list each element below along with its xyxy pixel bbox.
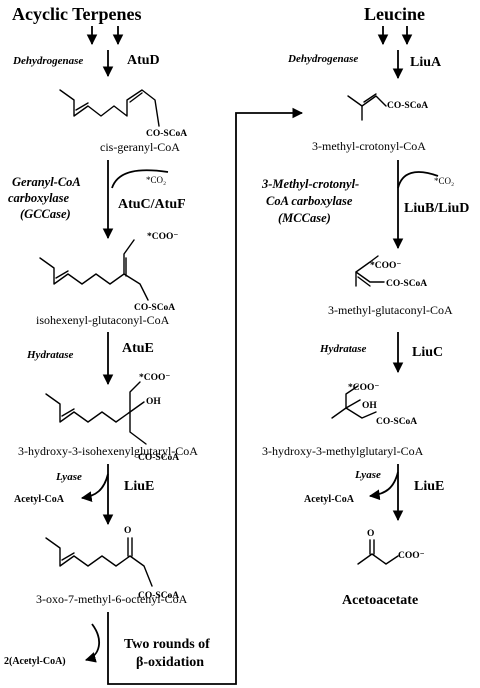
mccase-label-1: 3-Methyl-crotonyl- <box>261 177 359 191</box>
enzyme-atue: AtuE <box>122 341 154 356</box>
product-methyl-crotonyl-coa: 3-methyl-crotonyl-CoA <box>312 139 426 153</box>
co2-left: *CO₂ <box>146 175 166 185</box>
dehydrogenase-label-right: Dehydrogenase <box>287 53 358 65</box>
connector-arrow <box>107 107 304 685</box>
svg-text:O: O <box>124 526 131 536</box>
svg-text:OH: OH <box>362 401 377 411</box>
acetyl-coa-left: Acetyl-CoA <box>14 494 65 505</box>
hydratase-label-left: Hydratase <box>26 349 74 361</box>
hydratase-label-right: Hydratase <box>319 343 367 355</box>
enzyme-liuc: LiuC <box>412 345 443 360</box>
svg-text:CO-SCoA: CO-SCoA <box>138 453 179 463</box>
enzyme-atud: AtuD <box>127 53 160 68</box>
svg-text:*COO⁻: *COO⁻ <box>139 373 170 383</box>
acetyl-coa-right: Acetyl-CoA <box>304 494 355 505</box>
title-acyclic-terpenes: Acyclic Terpenes <box>12 4 141 24</box>
svg-text:O: O <box>367 529 374 539</box>
svg-text:CO-SCoA: CO-SCoA <box>146 129 187 139</box>
svg-text:OH: OH <box>146 397 161 407</box>
acetyl-coa-curve-bottom <box>84 623 100 663</box>
product-methyl-glutaconyl-coa: 3-methyl-glutaconyl-CoA <box>328 303 453 317</box>
product-isohexenyl-glutaconyl-coa: isohexenyl-glutaconyl-CoA <box>36 313 170 327</box>
gccase-label-2: carboxylase <box>8 191 70 205</box>
svg-text:CO-SCoA: CO-SCoA <box>386 279 427 289</box>
lyase-label-right: Lyase <box>354 469 381 481</box>
svg-text:CO-SCoA: CO-SCoA <box>376 417 417 427</box>
enzyme-liub-liud: LiuB/LiuD <box>404 201 469 216</box>
structure-hmg-coa: *COO⁻ OH CO-SCoA <box>331 383 417 427</box>
structure-oxo-methyl-octenyl-coa: O CO-SCoA <box>45 526 179 601</box>
product-acetoacetate: Acetoacetate <box>342 593 418 608</box>
beta-oxidation-label-2: β-oxidation <box>136 655 204 670</box>
product-hydroxy-isohexenylglutaryl-coa: 3-hydroxy-3-isohexenylglutaryl-CoA <box>18 444 198 458</box>
two-acetyl-coa: 2(Acetyl-CoA) <box>4 656 66 667</box>
svg-text:COO⁻: COO⁻ <box>398 551 425 561</box>
enzyme-liue-right: LiuE <box>414 479 444 494</box>
product-oxo-methyl-octenyl-coa: 3-oxo-7-methyl-6-octenyl-CoA <box>36 592 188 606</box>
svg-text:CO-SCoA: CO-SCoA <box>387 101 428 111</box>
structure-isohexenyl-glutaconyl-coa: *COO⁻ CO-SCoA <box>39 232 178 313</box>
product-cis-geranyl-coa: cis-geranyl-CoA <box>100 140 180 154</box>
structure-acetoacetate: O COO⁻ <box>357 529 425 565</box>
structure-methyl-crotonyl-coa: CO-SCoA <box>347 93 428 121</box>
co2-right: *CO₂ <box>434 176 454 186</box>
mccase-label-2: CoA carboxylase <box>266 194 353 208</box>
enzyme-liue-left: LiuE <box>124 479 154 494</box>
enzyme-atuc-atuf: AtuC/AtuF <box>118 197 186 212</box>
structure-methyl-glutaconyl-coa: *COO⁻ CO-SCoA <box>355 255 427 289</box>
mccase-label-3: (MCCase) <box>278 211 331 225</box>
gccase-label-3: (GCCase) <box>20 207 71 221</box>
beta-oxidation-label-1: Two rounds of <box>124 637 210 652</box>
co2-curve-left <box>111 169 169 189</box>
gccase-label-1: Geranyl-CoA <box>12 175 81 189</box>
dehydrogenase-label-left: Dehydrogenase <box>12 55 83 67</box>
structure-cis-geranyl-coa: CO-SCoA <box>59 89 187 139</box>
structure-hydroxy-isohexenylglutaryl-coa: *COO⁻ OH CO-SCoA <box>45 373 179 463</box>
acetyl-coa-curve-right <box>368 471 399 501</box>
acetyl-coa-curve-left <box>80 473 109 502</box>
co2-curve-right <box>397 171 439 189</box>
svg-text:*COO⁻: *COO⁻ <box>348 383 379 393</box>
svg-text:CO-SCoA: CO-SCoA <box>134 303 175 313</box>
svg-text:*COO⁻: *COO⁻ <box>370 261 401 271</box>
title-leucine: Leucine <box>364 4 425 24</box>
svg-text:CO-SCoA: CO-SCoA <box>138 591 179 601</box>
enzyme-liua: LiuA <box>410 55 442 70</box>
svg-text:*COO⁻: *COO⁻ <box>147 232 178 242</box>
product-hmg-coa: 3-hydroxy-3-methylglutaryl-CoA <box>262 444 424 458</box>
lyase-label-left: Lyase <box>55 471 82 483</box>
